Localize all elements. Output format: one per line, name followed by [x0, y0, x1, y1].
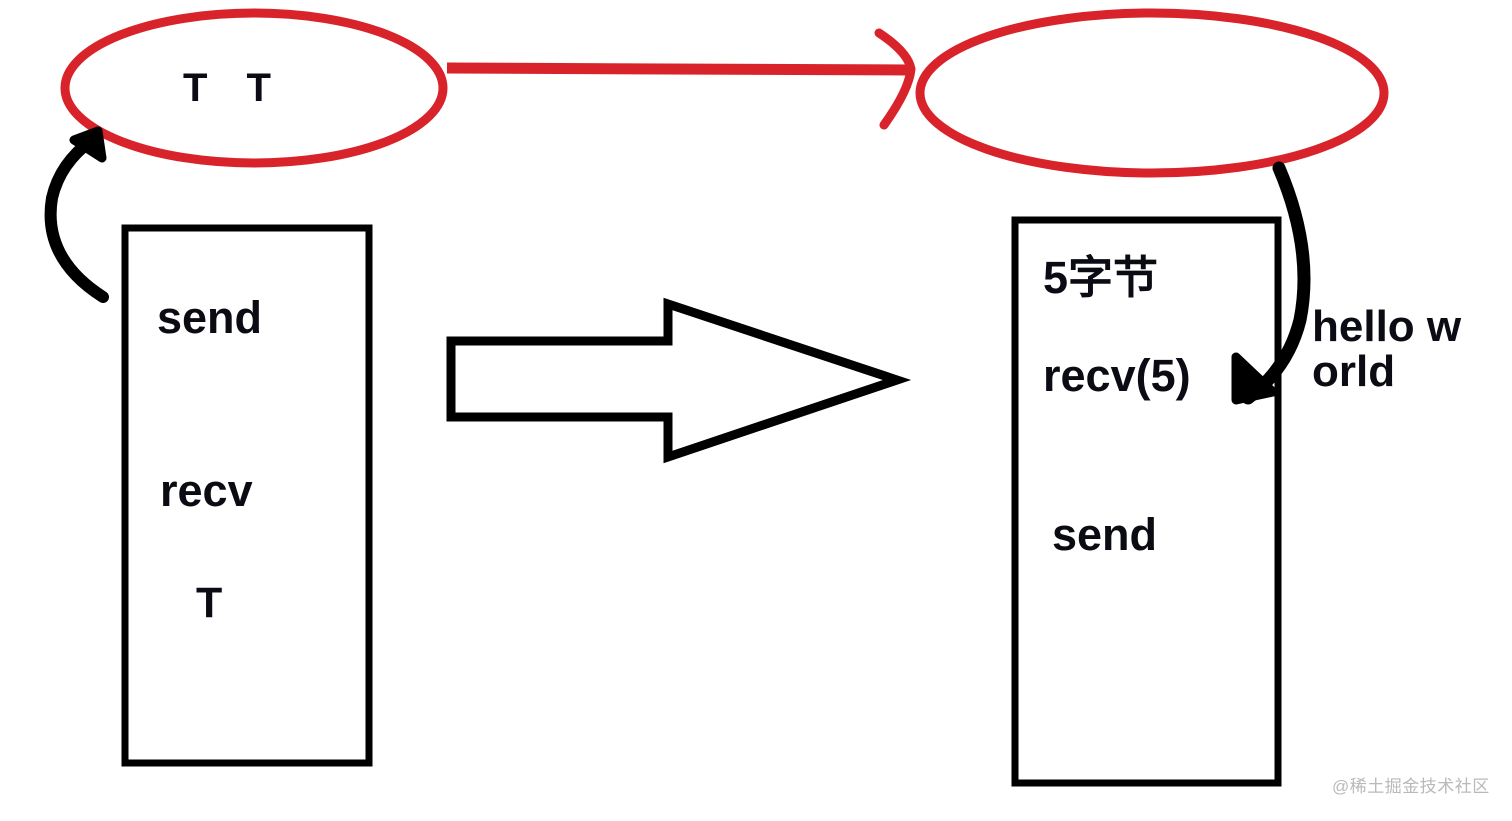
block-arrow-right — [446, 297, 912, 464]
ellipse-left — [60, 8, 448, 168]
ellipse-right — [915, 8, 1389, 178]
right-box-line-send: send — [1052, 509, 1158, 560]
client-box — [121, 224, 373, 767]
red-transfer-arrow — [446, 28, 916, 130]
right-box-line-recv: recv(5) — [1043, 350, 1191, 401]
server-box — [1011, 216, 1282, 787]
left-box-line-t: T — [196, 579, 223, 627]
watermark: @稀土掘金技术社区 — [1332, 777, 1490, 796]
ellipse-left-label: T T — [183, 66, 285, 110]
left-box-line-recv: recv — [160, 465, 253, 516]
payload-text: hello world — [1312, 302, 1462, 396]
black-curved-arrow-left — [44, 126, 109, 303]
left-box-line-send: send — [157, 292, 263, 343]
right-box-line-bytes: 5字节 — [1043, 252, 1159, 303]
black-curved-arrow-right — [1231, 161, 1311, 405]
